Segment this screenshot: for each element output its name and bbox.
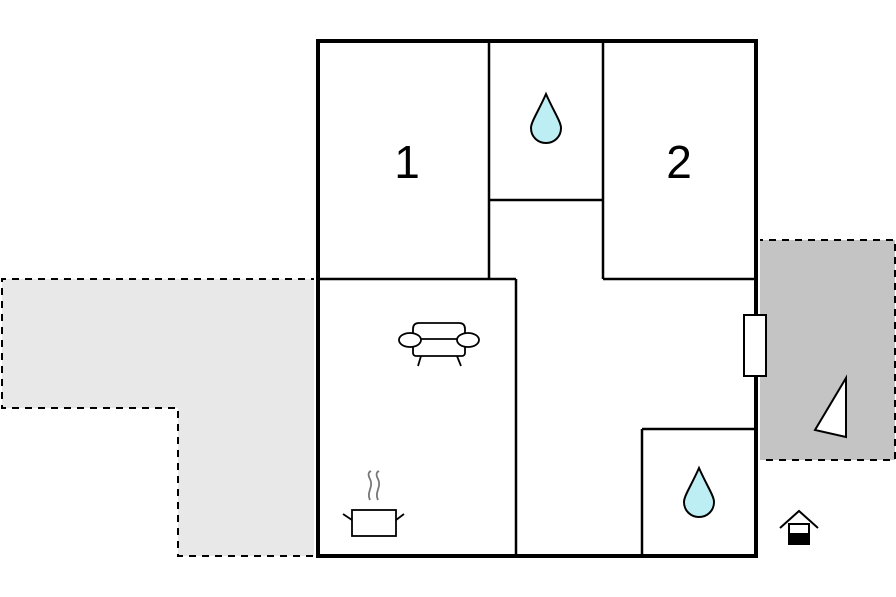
fireplace-icon [743,314,767,377]
interior-walls [318,41,756,556]
house-entrance-icon [779,509,819,545]
cooking-pot-icon [342,470,405,537]
terrace-left [1,278,319,557]
room-label-2: 2 [666,136,692,188]
sofa-icon [398,322,480,367]
terrace-right [755,239,896,461]
water-drop-icon [682,465,716,519]
water-drop-icon [529,91,563,145]
room-label-1: 1 [394,136,420,188]
sail-icon [813,374,847,439]
